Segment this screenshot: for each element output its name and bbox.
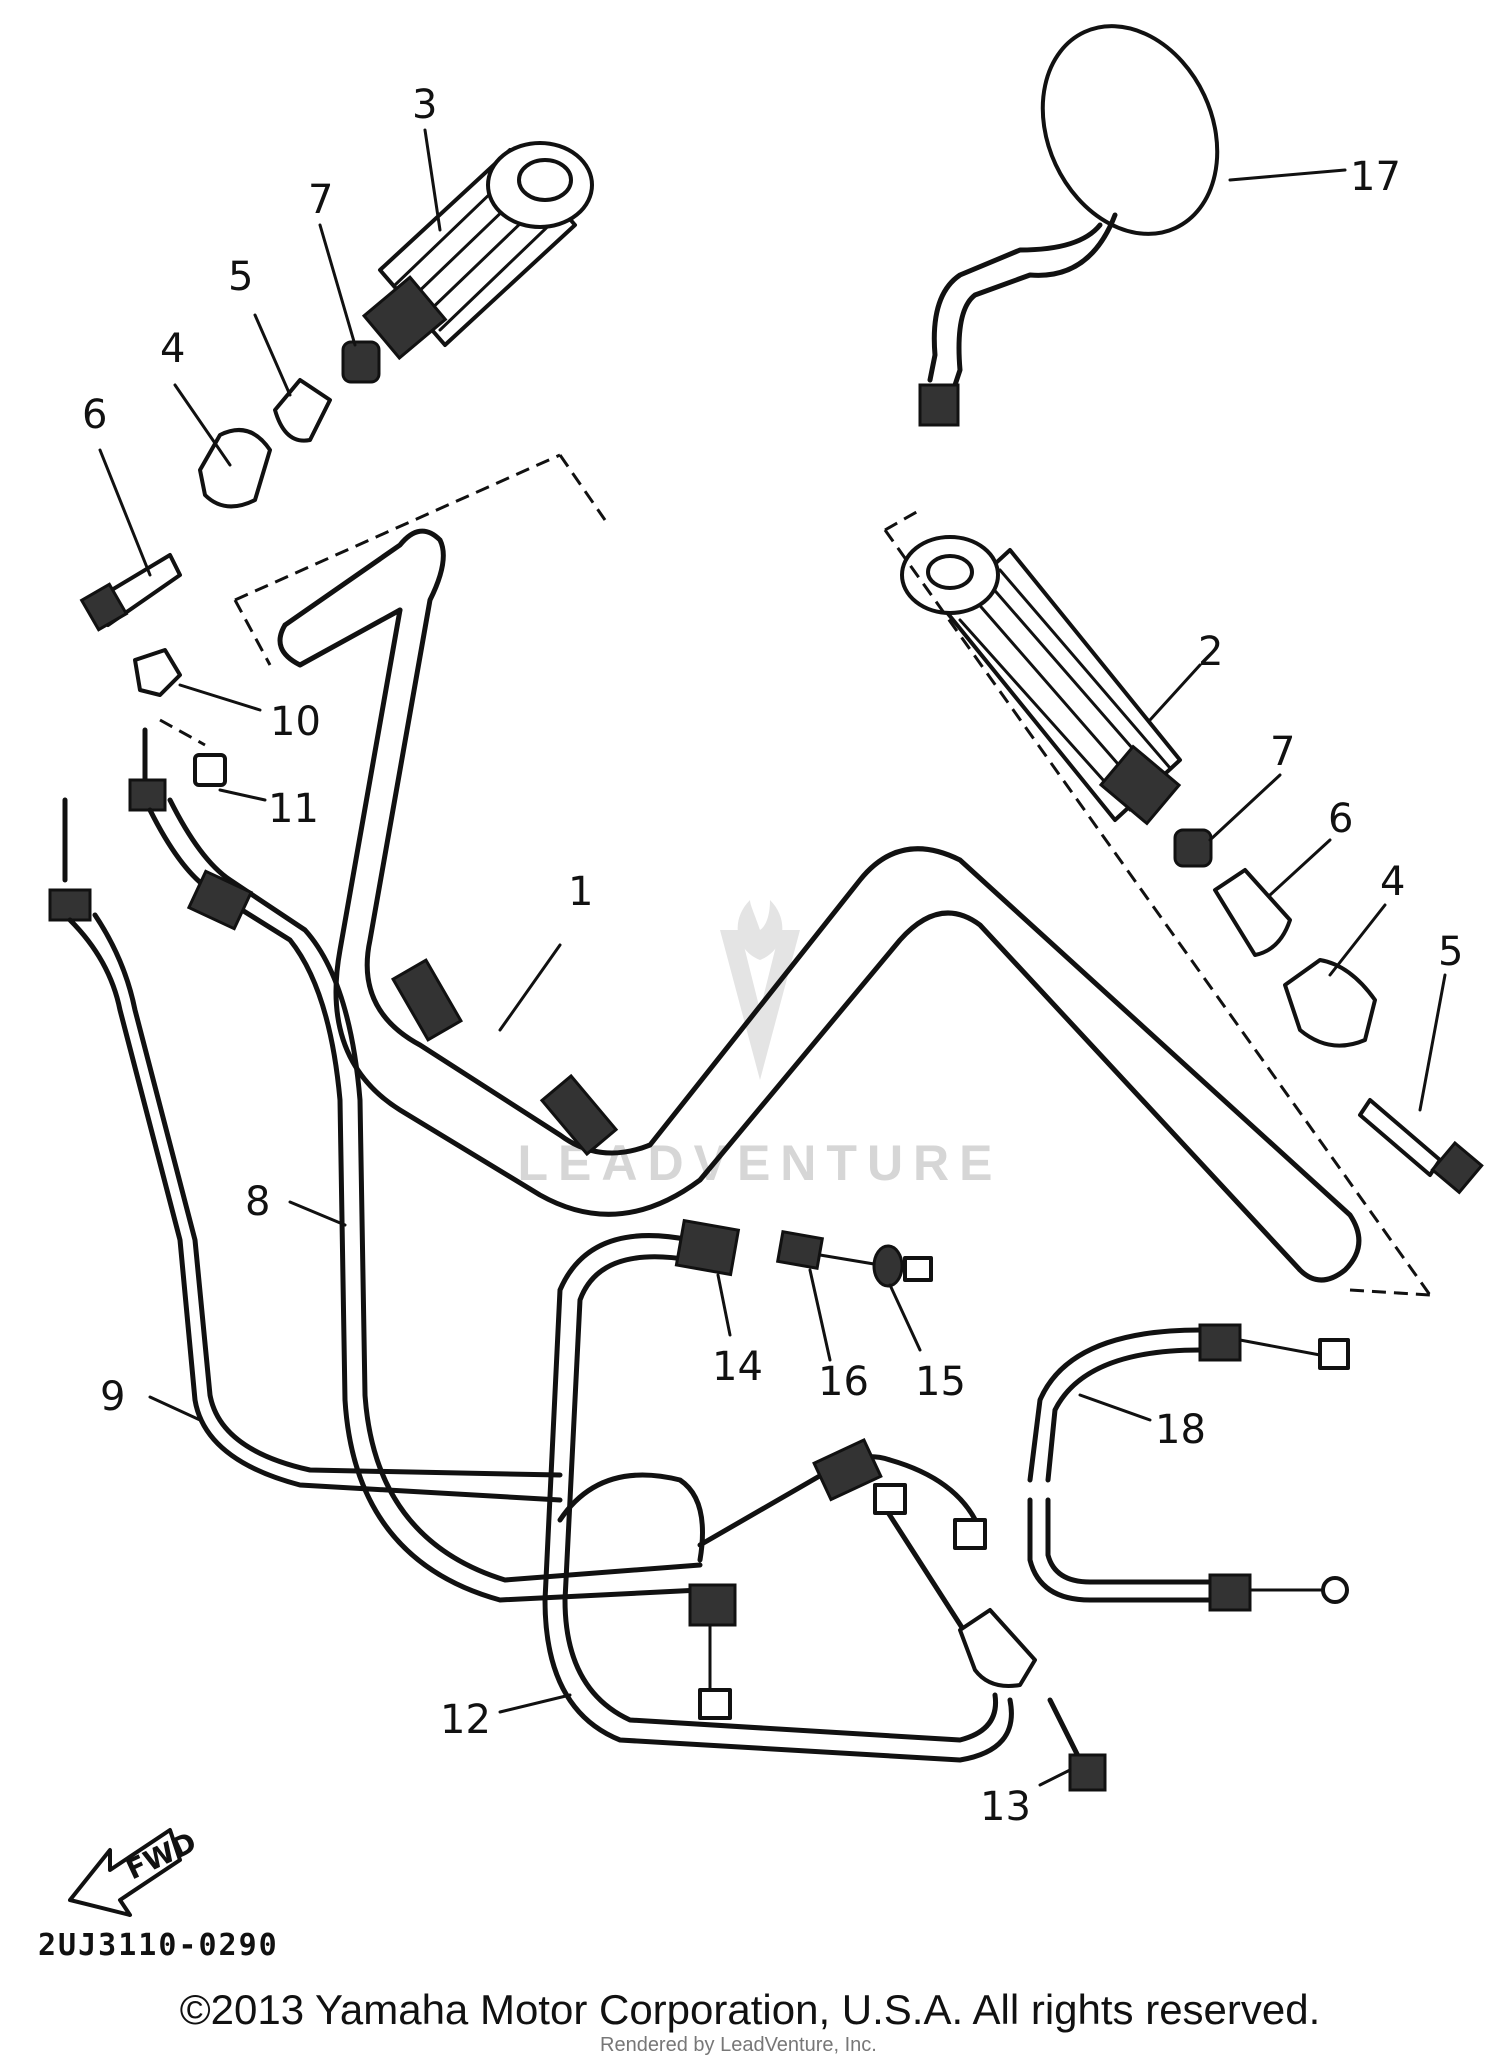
right-parts: [1173, 828, 1484, 1195]
callout-4-left: 4: [160, 326, 185, 372]
copyright-notice: ©2013 Yamaha Motor Corporation, U.S.A. A…: [179, 1986, 1321, 2033]
callout-6-right: 5: [1438, 929, 1463, 975]
cable-guide-5-left: [273, 378, 332, 443]
grip-end-4-left: [198, 428, 272, 509]
callout-7-right: 7: [1270, 729, 1295, 775]
callout-14: 14: [712, 1344, 763, 1390]
callout-6-left: 6: [82, 392, 107, 438]
callout-12: 12: [440, 1697, 491, 1743]
fwd-arrow: FWD: [68, 1825, 201, 1917]
grip-end-4-right: [1283, 958, 1377, 1048]
clip-10: [133, 648, 182, 697]
throttle-cable: [542, 1218, 1107, 1792]
callout-15: 15: [915, 1359, 966, 1405]
callout-16: 16: [818, 1359, 869, 1405]
collar-7-right: [1173, 828, 1213, 868]
left-parts: [79, 340, 381, 787]
cable-18: [1027, 1323, 1350, 1612]
callout-13: 13: [980, 1784, 1031, 1830]
handlebar: [233, 453, 1362, 1283]
collar-7-left: [341, 340, 381, 384]
callout-5-left: 5: [228, 254, 253, 300]
callout-17: 17: [1350, 154, 1401, 200]
callout-7-left: 7: [308, 177, 333, 223]
callout-2: 2: [1198, 629, 1223, 675]
callouts: 3 7 5 4 6 10 11 1 2 7 6 4 5 17 8 9 14 16…: [82, 82, 1463, 1830]
callout-10: 10: [270, 699, 321, 745]
cables-left: [48, 727, 703, 1603]
callout-18: 18: [1155, 1407, 1206, 1453]
diagram-code: 2UJ3110-0290: [38, 1928, 279, 1963]
rendered-by-notice: Rendered by LeadVenture, Inc.: [600, 2034, 877, 2056]
callout-8: 8: [245, 1179, 270, 1225]
mirror: [918, 24, 1220, 427]
cable-guide-5-right: [1213, 868, 1292, 957]
bolt-11: [193, 753, 227, 787]
leader-lines: [98, 128, 1447, 1787]
callout-9: 9: [100, 1374, 125, 1420]
callout-3: 3: [412, 82, 437, 128]
knurl-1: [390, 958, 619, 1157]
right-grip: [883, 508, 1432, 1297]
screw-6-right: [1358, 1098, 1442, 1177]
callout-1: 1: [568, 869, 593, 915]
callout-4-right: 4: [1380, 859, 1405, 905]
left-grip: [361, 141, 594, 361]
callout-11: 11: [268, 786, 319, 832]
callout-5-right: 6: [1328, 796, 1353, 842]
